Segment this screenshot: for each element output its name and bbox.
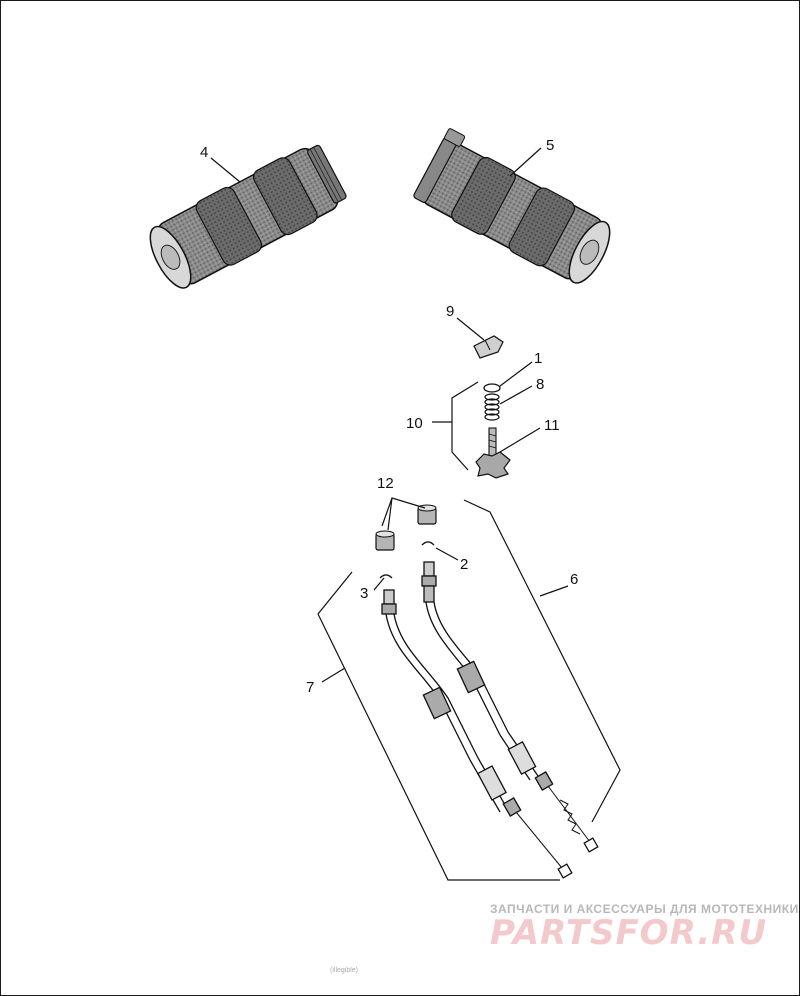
watermark-brand: PARTSFOR.RU	[490, 913, 767, 953]
throttle-cable-7	[381, 589, 573, 879]
ferrule-lower	[375, 530, 395, 551]
idle-cable-6	[421, 561, 599, 853]
callout-3: 3	[360, 585, 368, 602]
callout-4: 4	[200, 144, 208, 161]
right-grip	[413, 128, 611, 284]
callout-5: 5	[546, 137, 554, 154]
spring-part	[484, 393, 500, 421]
callout-11: 11	[544, 417, 560, 434]
ferrule-upper	[417, 504, 437, 525]
callout-9: 9	[446, 303, 454, 320]
left-grip	[149, 144, 347, 289]
clip-part	[473, 335, 504, 359]
callout-1: 1	[534, 350, 542, 367]
footer-code: (illegible)	[330, 967, 358, 974]
callout-8: 8	[536, 376, 544, 393]
callout-2: 2	[460, 556, 468, 573]
leader-lines	[210, 147, 621, 881]
callout-6: 6	[570, 571, 578, 588]
retaining-clip-2	[421, 541, 435, 546]
callout-12: 12	[377, 475, 394, 492]
callout-7: 7	[306, 679, 314, 696]
watermark-tagline: ЗАПЧАСТИ И АКСЕССУАРЫ ДЛЯ МОТОТЕХНИКИ	[490, 902, 799, 916]
retaining-clip-3	[379, 574, 393, 579]
knob-screw-part	[475, 427, 511, 479]
callout-10: 10	[406, 415, 423, 432]
washer-part	[483, 383, 501, 393]
